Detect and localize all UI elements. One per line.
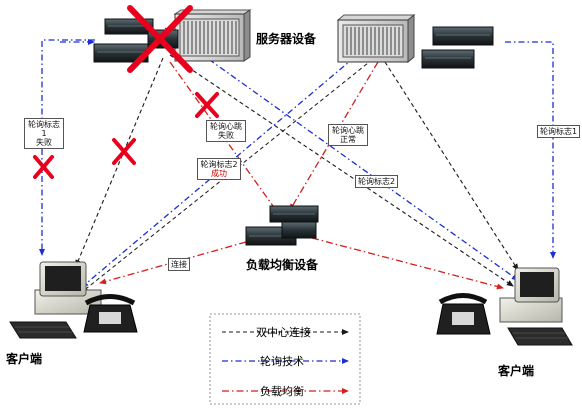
- fail-cross-heartbeat: [195, 92, 219, 118]
- load-balancer-label: 负载均衡设备: [246, 258, 319, 272]
- legend: [209, 313, 361, 405]
- poll-left-fail-line1: 轮询标志1: [28, 120, 60, 138]
- dual-left-server-right-client: [169, 54, 514, 287]
- left-client-label: 客户端: [6, 352, 43, 366]
- poll-right-client-line: [505, 41, 556, 259]
- right-server-cluster: [336, 13, 494, 69]
- poll-left-client-line: [39, 39, 95, 256]
- lb-link-label: 连接: [168, 258, 190, 271]
- lb-right-client-link: [311, 237, 504, 290]
- right-server-small-top: [432, 26, 494, 46]
- poll-left-fail-line2: 失败: [36, 138, 52, 147]
- legend-item-load-balance: 负载均衡: [260, 385, 304, 398]
- right-server-rack: [336, 13, 416, 64]
- dual-left-server-left-client: [75, 57, 164, 267]
- poll-left-fail-label: 轮询标志1 失败: [24, 118, 64, 149]
- left-server-rack: [173, 9, 252, 62]
- poll-success-label: 轮询标志2 成功: [197, 158, 241, 180]
- load-balancer-device: [245, 205, 319, 246]
- right-client-label: 客户端: [498, 364, 535, 378]
- right-server-small-bottom: [421, 49, 475, 69]
- dual-right-server-right-client: [384, 61, 519, 271]
- legend-item-dual-center: 双中心连接: [256, 326, 311, 339]
- server-room-label: 服务器设备: [256, 32, 317, 46]
- fail-cross-black-link: [112, 138, 136, 165]
- poll-success-line2: 成功: [211, 169, 227, 178]
- heartbeat-fail-line1: 轮询心跳: [210, 122, 242, 131]
- heartbeat-ok-line2: 正常: [340, 135, 356, 144]
- poll-left-server-to-right-client: [164, 27, 519, 281]
- legend-item-polling: 轮询技术: [260, 355, 304, 368]
- poll-flag2-label: 轮询标志2: [355, 175, 399, 188]
- fail-cross-server: [127, 5, 193, 73]
- heartbeat-fail-label: 轮询心跳 失败: [206, 120, 246, 142]
- left-client-phone: [83, 294, 138, 333]
- load-balance-links: [99, 61, 504, 290]
- right-client-computer: [499, 267, 573, 346]
- heartbeat-ok-label: 轮询心跳 正常: [328, 124, 368, 146]
- poll-success-line1: 轮询标志2: [200, 160, 238, 169]
- heartbeat-ok-line1: 轮询心跳: [332, 126, 364, 135]
- heartbeat-fail-line2: 失败: [218, 131, 234, 140]
- left-server-cluster: [93, 9, 252, 63]
- left-server-small-bottom: [93, 43, 149, 63]
- right-client-phone: [436, 293, 491, 335]
- fail-cross-left-poll: [33, 155, 54, 179]
- poll-right-flag1-label: 轮询标志1: [537, 125, 581, 138]
